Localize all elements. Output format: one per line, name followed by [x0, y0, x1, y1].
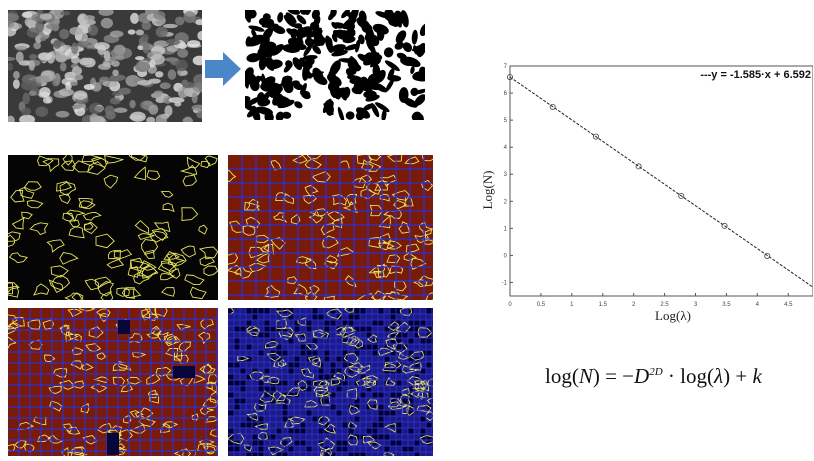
y-tick-label: 4: [504, 145, 508, 151]
y-tick-label: 0: [504, 253, 508, 259]
y-tick-label: -1: [502, 280, 508, 286]
fit-legend: ---y = -1.585·x + 6.592: [700, 69, 811, 81]
grid-overlay-fine: [228, 308, 433, 456]
y-tick-label: 3: [504, 172, 508, 178]
contour-image: [8, 155, 218, 300]
x-tick-label: 0: [508, 302, 512, 308]
grid-lines: [228, 155, 433, 300]
grayscale-texture: [8, 10, 202, 122]
y-tick-label: 6: [504, 91, 508, 97]
fit-line: [509, 76, 813, 288]
data-point: [721, 222, 728, 229]
y-axis-label: Log(N): [480, 171, 495, 210]
x-tick-label: 4: [756, 302, 760, 308]
x-tick-label: 1: [570, 302, 574, 308]
data-point: [678, 192, 685, 199]
right-arrow-icon: [205, 52, 241, 86]
fractal-dimension-formula: log(N) = −D2D · log(λ) + k: [545, 364, 762, 389]
x-tick-label: 3: [694, 302, 698, 308]
x-tick-label: 1.5: [599, 302, 608, 308]
y-tick-label: 5: [504, 118, 508, 124]
grid-lines: [228, 308, 433, 456]
formula-lambda: λ: [713, 364, 724, 388]
y-tick-label: 1: [504, 226, 508, 232]
data-point: [506, 74, 513, 81]
x-axis-label: Log(λ): [655, 308, 691, 323]
grid-overlay-medium: [8, 308, 218, 456]
formula-equals: ) = −: [592, 364, 635, 388]
x-tick-label: 2: [632, 302, 636, 308]
empty-box: [173, 366, 195, 378]
contour-lines: [8, 155, 218, 300]
data-point: [635, 163, 642, 170]
contour-lines: [228, 155, 433, 300]
formula-log-n-prefix: log(: [545, 364, 579, 388]
x-tick-label: 2.5: [660, 302, 669, 308]
fine-box-cells: [228, 308, 433, 456]
formula-log-lambda-prefix: · log(: [662, 364, 714, 388]
x-tick-label: 3.5: [722, 302, 731, 308]
x-tick-label: 0.5: [537, 302, 546, 308]
grid-overlay-coarse: [228, 155, 433, 300]
formula-plus: ) +: [723, 364, 753, 388]
binary-texture: [245, 10, 425, 120]
formula-exponent: 2D: [649, 366, 663, 378]
plot-area: [509, 65, 813, 297]
data-point: [549, 103, 556, 110]
box-counting-plot: 0 0.5 1 1.5 2 2.5 3 3.5 4 4.5 7 6 5 4 3 2 1 0 -1 Log(λ) Lo…: [480, 64, 813, 323]
y-tick-label: 7: [504, 64, 508, 70]
grayscale-image: [8, 10, 202, 122]
data-point: [592, 133, 599, 140]
formula-k: k: [752, 364, 762, 388]
x-tick-label: 4.5: [784, 302, 793, 308]
empty-box: [107, 433, 119, 455]
formula-d: D: [634, 364, 650, 388]
formula-n: N: [578, 364, 593, 388]
empty-box: [118, 320, 130, 334]
data-point: [764, 252, 771, 259]
y-tick-label: 2: [504, 199, 508, 205]
binarized-image: [245, 10, 425, 120]
